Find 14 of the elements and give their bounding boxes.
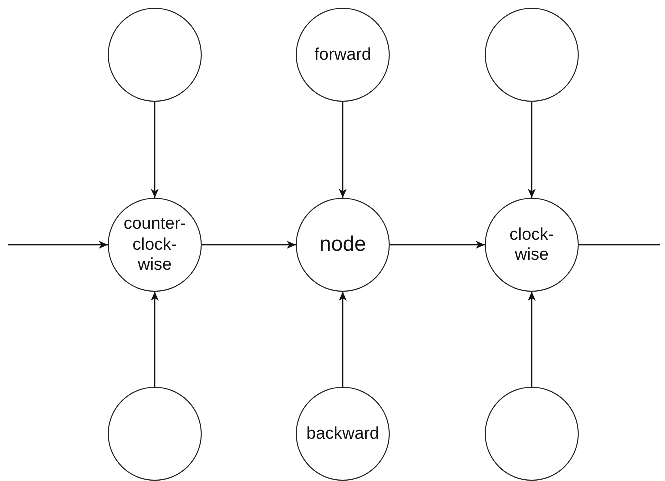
- node-label: counter-clock-wise: [122, 214, 188, 276]
- arrow: [151, 102, 159, 198]
- arrow: [339, 102, 347, 198]
- node-label: forward: [314, 44, 372, 66]
- arrow: [151, 292, 159, 387]
- arrow: [528, 102, 536, 198]
- node-label: clock-wise: [508, 224, 556, 266]
- node-label: backward: [306, 424, 380, 444]
- arrow: [8, 241, 108, 249]
- arrow: [390, 241, 485, 249]
- arrow: [339, 292, 347, 387]
- arrow: [528, 292, 536, 387]
- node-label: node: [320, 232, 366, 258]
- arrow: [202, 241, 296, 249]
